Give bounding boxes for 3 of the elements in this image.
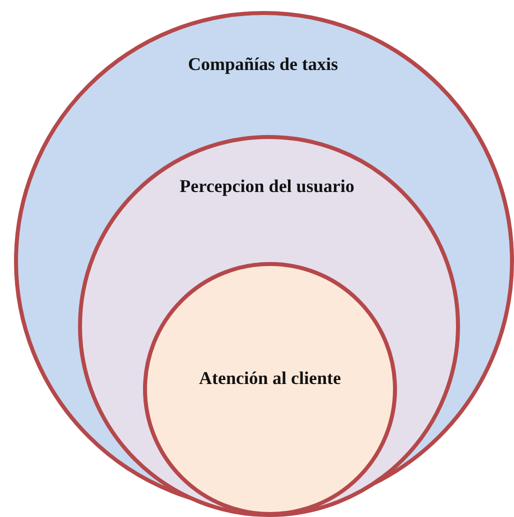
- circle-label: Percepcion del usuario: [178, 175, 356, 197]
- circle-label: Atención al cliente: [198, 367, 342, 389]
- circle-label: Compañías de taxis: [186, 53, 340, 75]
